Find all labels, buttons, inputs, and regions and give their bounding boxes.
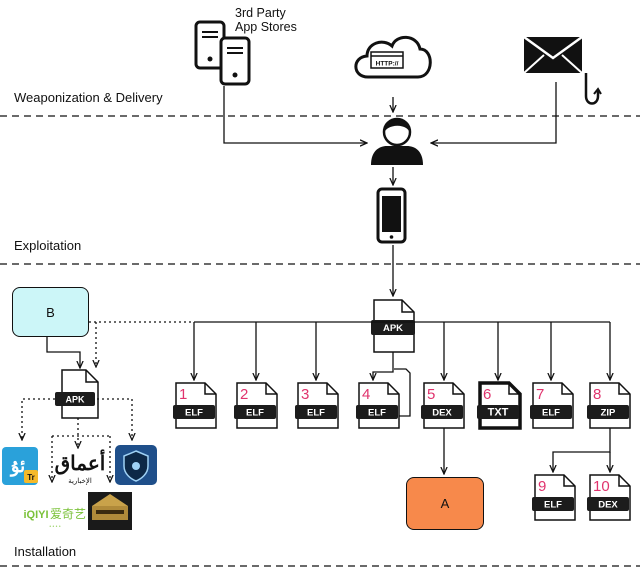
arabic-news-sub: الإخبارية <box>68 477 92 485</box>
main-apk-label: APK <box>383 323 403 334</box>
phase-label-weaponization: Weaponization & Delivery <box>14 90 163 105</box>
payload-file-2-number: 2 <box>240 386 248 403</box>
phase-label-installation: Installation <box>14 544 77 559</box>
app-stores-line2: App Stores <box>235 20 297 34</box>
user-icon <box>371 117 423 165</box>
small-apk-install-arrows <box>22 398 132 482</box>
component-b-box: B <box>12 287 89 337</box>
svg-text:• • • •: • • • • <box>49 524 60 530</box>
uyghur-app-icon: ئۇ Tr <box>2 447 38 485</box>
main-apk-file: APK <box>371 299 415 353</box>
payload-file-10-type: DEX <box>598 500 618 511</box>
payload-files: 1ELF2ELF3ELF4ELF5DEX6TXT7ELF8ZIP9ELF10DE… <box>173 381 631 521</box>
payload-file-3-number: 3 <box>301 386 309 403</box>
payload-file-1-type: ELF <box>185 408 203 419</box>
payload-file-7-type: ELF <box>542 408 560 419</box>
payload-file-6-type: TXT <box>488 407 509 419</box>
payload-file-4-type: ELF <box>368 408 386 419</box>
payload-file-8-number: 8 <box>593 386 601 403</box>
arabic-news-title: أعماق <box>55 449 106 475</box>
payload-file-9-type: ELF <box>544 500 562 511</box>
arrow-b-to-small-apk <box>46 337 80 368</box>
payload-file-5-number: 5 <box>427 386 435 403</box>
small-apk-file: APK <box>55 369 99 419</box>
payload-file-9-number: 9 <box>538 478 546 495</box>
cloud-icon: HTTP:// <box>354 35 432 79</box>
iqiyi-logo: iQIYI <box>23 509 48 521</box>
arrow-stores-to-user <box>223 86 367 143</box>
app-stores-label: 3rd Party App Stores <box>235 6 297 34</box>
payload-file-1-number: 1 <box>179 386 187 403</box>
payload-file-4-number: 4 <box>362 386 370 403</box>
payload-file-2-type: ELF <box>246 408 264 419</box>
server-icon <box>194 20 251 86</box>
phase-label-exploitation: Exploitation <box>14 238 82 253</box>
arabic-news-app-icon: أعماق الإخبارية <box>55 449 106 485</box>
component-a-label: A <box>440 496 450 511</box>
phone-icon <box>376 187 407 244</box>
iqiyi-text: 爱奇艺 <box>50 507 86 521</box>
http-label: HTTP:// <box>376 61 399 68</box>
payload-file-10-number: 10 <box>593 478 610 495</box>
vpn-shield-app-icon <box>115 445 157 485</box>
component-b-label: B <box>46 304 55 320</box>
uyghur-app-badge: Tr <box>27 473 35 482</box>
app-stores-line1: 3rd Party <box>235 6 286 20</box>
small-apk-label: APK <box>65 395 85 405</box>
iqiyi-app-icon: iQIYI 爱奇艺 • • • • <box>22 496 88 530</box>
phishing-email-icon <box>523 35 602 105</box>
arrow-email-to-user <box>431 82 557 143</box>
religious-app-icon <box>88 492 132 530</box>
arrow-zip-to-9 <box>553 428 611 472</box>
component-a-box: A <box>406 477 484 530</box>
payload-file-6-number: 6 <box>483 386 491 403</box>
file-4-stack <box>394 368 411 417</box>
payload-drops <box>194 322 610 380</box>
payload-file-5-type: DEX <box>432 408 452 419</box>
payload-file-7-number: 7 <box>536 386 544 403</box>
payload-file-3-type: ELF <box>307 408 325 419</box>
payload-file-8-type: ZIP <box>601 408 616 419</box>
uyghur-app-text: ئۇ <box>9 456 25 477</box>
